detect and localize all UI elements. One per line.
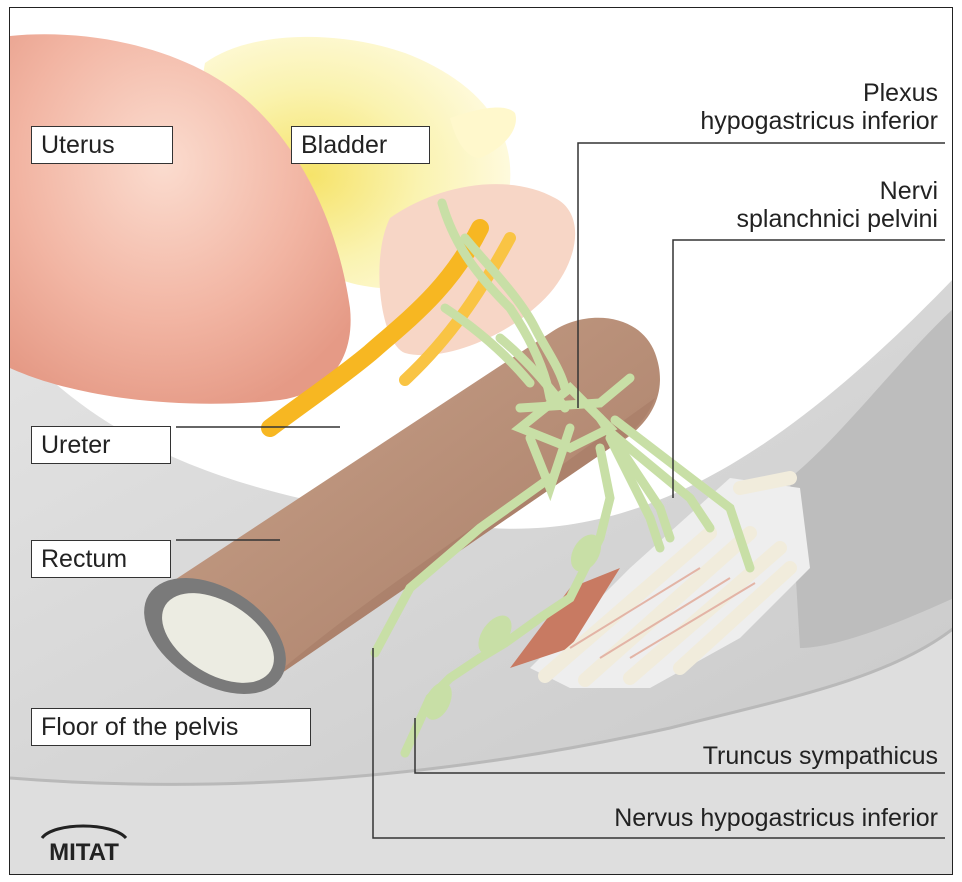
label-rectum: Rectum xyxy=(31,540,171,578)
illustration-frame: Uterus Bladder Ureter Rectum Floor of th… xyxy=(9,7,953,875)
label-ureter: Ureter xyxy=(31,426,171,464)
label-nervus-hypogastricus-inferior: Nervus hypogastricus inferior xyxy=(614,805,938,833)
label-floor-of-pelvis: Floor of the pelvis xyxy=(31,708,311,746)
label-nervi-line2: splanchnici pelvini xyxy=(736,206,938,234)
label-uterus: Uterus xyxy=(31,126,173,164)
mitat-logo: MITAT xyxy=(34,816,134,868)
label-plexus-line1: Plexus xyxy=(700,80,938,108)
label-nervi-splanchnici-pelvini: Nervi splanchnici pelvini xyxy=(736,178,938,233)
label-plexus-hypogastricus-inferior: Plexus hypogastricus inferior xyxy=(700,80,938,135)
label-bladder: Bladder xyxy=(291,126,430,164)
label-plexus-line2: hypogastricus inferior xyxy=(700,108,938,136)
label-nervi-line1: Nervi xyxy=(736,178,938,206)
label-truncus-sympathicus: Truncus sympathicus xyxy=(703,743,938,771)
logo-text: MITAT xyxy=(49,839,119,866)
